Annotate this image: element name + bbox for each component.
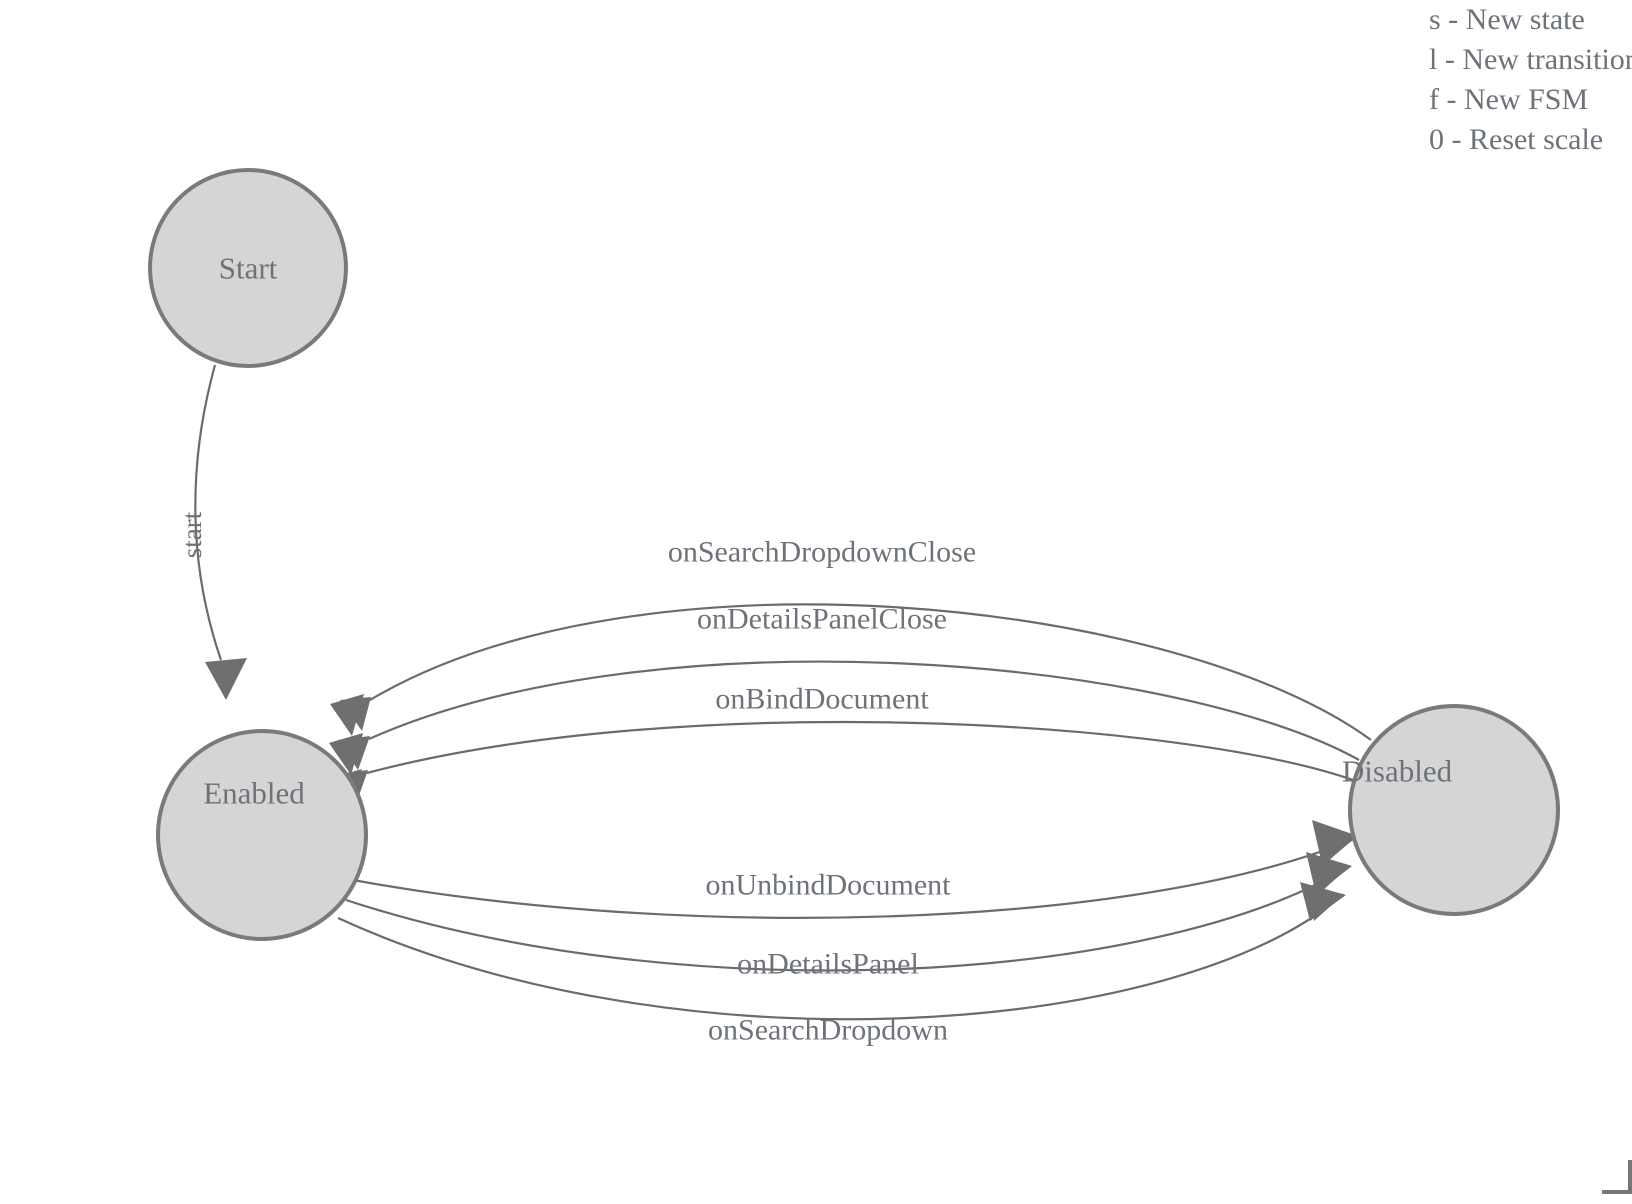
arrowhead-cluster-disabled <box>1300 820 1358 921</box>
transition-edge-path <box>366 720 1354 782</box>
arrowhead-icon <box>205 658 247 700</box>
state-circle <box>1348 704 1560 916</box>
state-node-enabled[interactable]: Enabled <box>156 729 368 941</box>
state-node-disabled[interactable]: Disabled <box>1342 704 1560 916</box>
transition-label-on-search-dropdown-close: onSearchDropdownClose <box>668 536 976 569</box>
transition-label-on-search-dropdown: onSearchDropdown <box>708 1014 948 1047</box>
state-circle <box>156 729 368 941</box>
transition-edge-path <box>368 660 1360 761</box>
arrowhead-icon <box>1306 852 1352 894</box>
transition-edge-path <box>337 895 1342 1021</box>
transition-edge-path <box>194 364 223 661</box>
transition-label-on-details-panel: onDetailsPanel <box>737 948 919 981</box>
arrowhead-icon <box>329 733 363 775</box>
arrowhead-icon <box>1300 882 1346 921</box>
transition-edge-path <box>345 867 1348 972</box>
state-node-start[interactable]: Start <box>148 168 348 368</box>
arrowhead-icon <box>1312 820 1358 864</box>
resize-corner-mark[interactable] <box>1602 1160 1632 1194</box>
transition-label-on-bind-document: onBindDocument <box>715 683 929 716</box>
corner-bracket-icon <box>1602 1160 1632 1194</box>
state-label: Start <box>219 251 278 286</box>
transition-start[interactable] <box>194 364 247 700</box>
transition-on-details-panel-close[interactable] <box>338 660 1360 770</box>
arrowhead-icon <box>330 694 364 736</box>
state-circle <box>148 168 348 368</box>
transition-edge-path <box>369 603 1372 741</box>
transition-label-on-unbind-document: onUnbindDocument <box>706 869 952 902</box>
transition-edge-path <box>352 838 1353 919</box>
transition-label-start: start <box>177 511 207 558</box>
state-label: Enabled <box>203 776 305 811</box>
transition-label-on-details-panel-close: onDetailsPanelClose <box>697 603 947 636</box>
transition-on-bind-document[interactable] <box>337 720 1354 804</box>
state-label: Disabled <box>1342 754 1453 789</box>
